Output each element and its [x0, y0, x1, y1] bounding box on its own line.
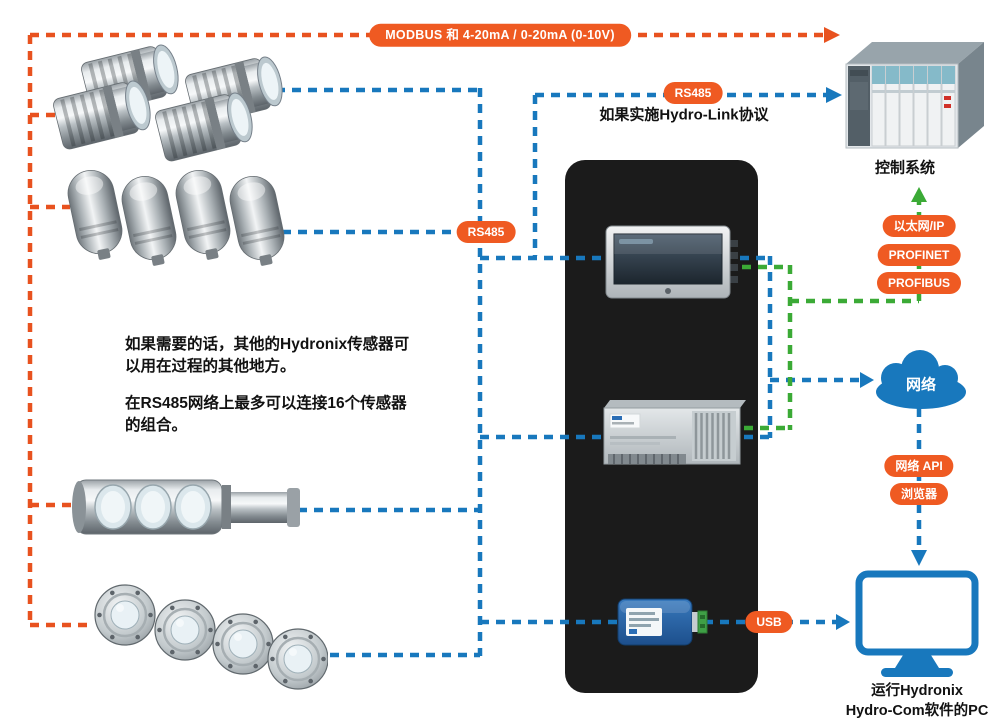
profibus-badge: PROFIBUS	[876, 272, 962, 294]
arrow-to-control-system	[824, 27, 840, 43]
arrow-to-network-cloud	[860, 372, 874, 388]
sensor-notes: 如果需要的话，其他的Hydronix传感器可 以用在过程的其他地方。 在RS48…	[125, 334, 409, 437]
plc-control-system	[845, 42, 984, 149]
modbus-analog-wiring	[27, 27, 840, 628]
sensor-placement-note: 如果需要的话，其他的Hydronix传感器可 以用在过程的其他地方。	[125, 336, 410, 375]
arrow-usb-to-pc	[836, 614, 850, 630]
arrow-rs485-to-control-system	[826, 87, 842, 103]
sensor-count-note: 在RS485网络上最多可以连接16个传感器 的组合。	[125, 395, 407, 435]
hydro-mix-sensor-group	[62, 164, 291, 270]
network-cloud-label: 网络	[905, 376, 937, 394]
status-led	[944, 96, 951, 100]
status-led	[944, 104, 951, 108]
pc-caption: 运行Hydronix Hydro-Com软件的PC	[845, 683, 989, 719]
network-api-badge: 网络 API	[884, 455, 954, 477]
pc-monitor	[855, 570, 979, 677]
profinet-badge: PROFINET	[877, 244, 961, 266]
hydro-link-note: 如果实施Hydro-Link协议	[599, 106, 769, 124]
browser-badge: 浏览器	[889, 483, 949, 505]
usb-interface-module	[617, 598, 708, 646]
flush-mount-sensor-group	[93, 583, 328, 691]
control-system-label: 控制系统	[874, 159, 936, 177]
hmi-screen	[613, 233, 723, 285]
io-modules	[871, 65, 956, 147]
rs485-bus-badge: RS485	[456, 221, 516, 243]
extended-probe-sensor	[72, 479, 300, 535]
modbus-analog-badge: MODBUS 和 4-20mA / 0-20mA (0-10V)	[369, 23, 631, 47]
vent-slats	[694, 413, 731, 459]
din-rail-interface-unit	[603, 400, 746, 465]
hmi-connector-pins	[730, 240, 738, 283]
rs485-sensor-bus-wiring	[276, 87, 622, 658]
rs485-hydro-link-badge: RS485	[663, 82, 723, 104]
network-cloud	[876, 350, 966, 409]
arrow-to-pc	[911, 550, 927, 566]
touchscreen-hmi	[605, 225, 738, 299]
hydro-probe-sensor-group	[50, 39, 289, 165]
arrow-fieldbus-to-control-system	[911, 187, 927, 202]
terminal-connector	[697, 610, 708, 634]
ethernet-ip-badge: 以太网/IP	[882, 215, 956, 237]
usb-badge: USB	[745, 611, 793, 633]
